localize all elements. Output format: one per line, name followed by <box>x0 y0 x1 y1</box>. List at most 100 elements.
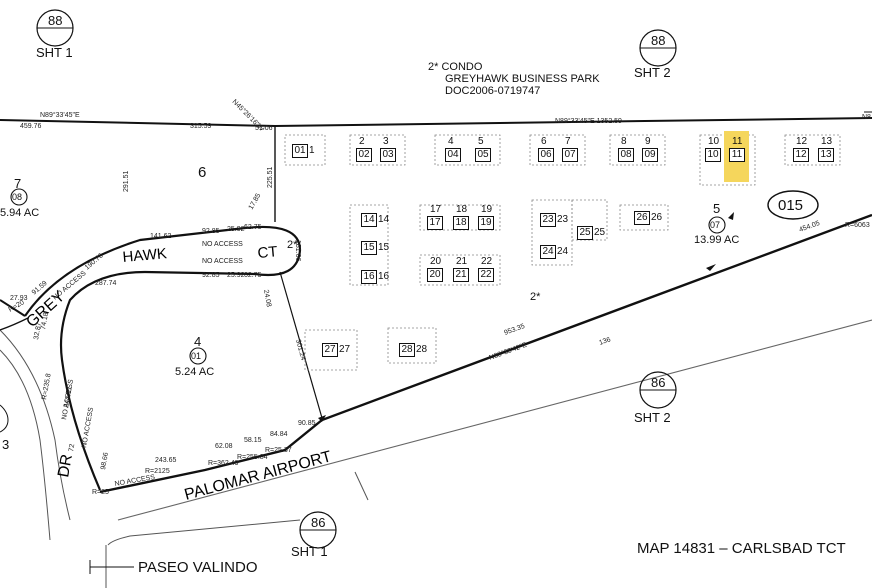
lot-number: 4 <box>194 334 202 349</box>
dim-label: 953.35 <box>503 323 526 337</box>
unit-number: 23 <box>557 214 569 225</box>
dim-label: 27.93 <box>10 295 28 302</box>
dim-label: 74.18 <box>40 312 50 331</box>
unit-number: 9 <box>645 136 651 147</box>
dim-label: 141.62 <box>150 233 172 240</box>
dim-label: N89°33'45"E 1352.59 <box>555 117 622 125</box>
street-label-hawk: HAWK <box>122 245 168 266</box>
unit-box: 13 <box>818 148 834 162</box>
unit-box: 14 <box>361 213 377 227</box>
unit-number: 1 <box>309 145 315 156</box>
parcel-number: 08 <box>12 192 23 202</box>
dim-label: R=25 <box>92 489 109 496</box>
street-label-ct: CT <box>257 243 278 262</box>
unit-box: 09 <box>642 148 658 162</box>
dim-label: 181.06 <box>294 240 301 262</box>
sheet-ref-label: SHT 1 <box>36 45 73 60</box>
dim-label: 90.85 <box>298 420 316 427</box>
dim-label: NO ACCESS <box>202 258 243 265</box>
unit-number: 5 <box>478 136 484 147</box>
dim-label: 98.66 <box>100 452 110 471</box>
dim-label: 51.06 <box>255 125 273 132</box>
lot-number: 7 <box>14 176 22 191</box>
unit-box: 16 <box>361 270 377 284</box>
dim-label: 58.15 <box>244 437 262 444</box>
unit-number: 12 <box>796 136 808 147</box>
parcel-area: 5.94 AC <box>0 207 40 219</box>
dim-label: 17.85 <box>248 192 263 211</box>
dim-label: 315.59 <box>190 123 212 130</box>
dim-label: 454.05 <box>798 220 821 234</box>
dim-label: R=2125 <box>145 468 170 475</box>
condo-marker: 2* <box>530 291 541 303</box>
sheet-ref-number: 88 <box>651 33 666 48</box>
dim-label: 91.59 <box>31 280 49 297</box>
dim-label: N89°33'45"E <box>40 111 80 119</box>
unit-number: 10 <box>708 136 720 147</box>
street-label-dr: DR <box>55 453 76 479</box>
unit-number: 2 <box>359 136 365 147</box>
unit-number: 18 <box>456 204 468 215</box>
dim-label: 92.85 <box>202 228 220 235</box>
unit-box: 20 <box>427 268 443 282</box>
condo-note-line1: 2* CONDO <box>428 61 483 73</box>
unit-number: 14 <box>378 214 390 225</box>
unit-box: 08 <box>618 148 634 162</box>
dim-label: 72 <box>68 443 76 452</box>
unit-box: 12 <box>793 148 809 162</box>
unit-number: 24 <box>557 246 569 257</box>
lot-number: 3 <box>2 437 10 452</box>
unit-number: 19 <box>481 204 493 215</box>
unit-number: 13 <box>821 136 833 147</box>
sheet-ref-number: 86 <box>311 515 326 530</box>
unit-number: 11 <box>732 136 743 147</box>
dim-label: R=255.84 <box>237 454 268 461</box>
unit-box: 03 <box>380 148 396 162</box>
dim-label: 301.24 <box>294 339 306 362</box>
dim-label: R=6063 <box>845 222 870 229</box>
unit-number: 8 <box>621 136 627 147</box>
unit-number: 15 <box>378 242 390 253</box>
parcel-area: 13.99 AC <box>694 234 740 246</box>
unit-box: 27 <box>322 343 338 357</box>
dim-label: N88°33'42"E <box>488 341 528 362</box>
dim-label: 62.08 <box>215 443 233 450</box>
unit-number: 20 <box>430 256 442 267</box>
dim-label: 92.85 <box>202 272 220 279</box>
dim-label: 25.92 <box>227 272 245 279</box>
unit-number: 27 <box>339 344 351 355</box>
unit-box: 15 <box>361 241 377 255</box>
dim-label: R=25.37 <box>265 447 292 454</box>
unit-number: 6 <box>541 136 547 147</box>
unit-box: 11 <box>729 148 745 162</box>
unit-number: 17 <box>430 204 442 215</box>
unit-box: 19 <box>478 216 494 230</box>
dim-label: R=235.8 <box>41 373 53 401</box>
dim-label: NO ACCESS <box>202 241 243 248</box>
unit-box: 17 <box>427 216 443 230</box>
sheet-ref-number: 86 <box>651 375 666 390</box>
dim-label: 244.51 <box>63 386 74 408</box>
map-title: MAP 14831 – CARLSBAD TCT <box>637 540 846 557</box>
dim-label: NO ACCESS <box>81 407 95 449</box>
street-label-paseo: PASEO VALINDO <box>138 559 258 576</box>
unit-box: 21 <box>453 268 469 282</box>
condo-note-line2: GREYHAWK BUSINESS PARK <box>445 73 600 85</box>
unit-number: 4 <box>448 136 454 147</box>
sheet-ref-label: SHT 1 <box>291 544 328 559</box>
unit-number: 16 <box>378 271 390 282</box>
dim-label: 243.65 <box>155 457 177 464</box>
unit-box: 07 <box>562 148 578 162</box>
parcel-number: 07 <box>710 220 721 230</box>
unit-box: 10 <box>705 148 721 162</box>
condo-marker: 2* <box>287 239 298 251</box>
unit-box: 18 <box>453 216 469 230</box>
dim-label: N8 <box>862 114 871 121</box>
dim-label: 291.51 <box>123 170 130 192</box>
unit-box: 04 <box>445 148 461 162</box>
dim-label: 24.08 <box>262 289 272 308</box>
dim-label: 62.75 <box>244 272 262 279</box>
lot-number: 5 <box>713 201 721 216</box>
unit-box: 28 <box>399 343 415 357</box>
